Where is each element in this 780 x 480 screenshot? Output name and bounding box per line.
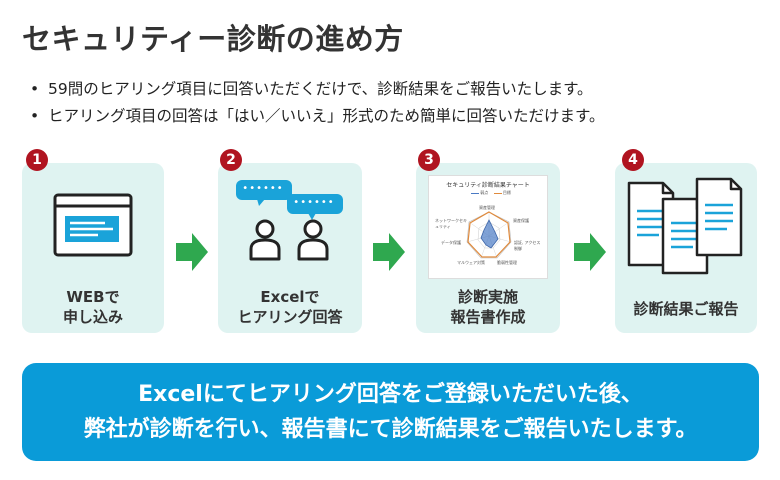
- bullet-item: • 59問のヒアリング項目に回答いただくだけで、診断結果をご報告いたします。: [30, 76, 604, 103]
- bullet-list: • 59問のヒアリング項目に回答いただくだけで、診断結果をご報告いたします。 • ヒ…: [30, 76, 604, 130]
- arrow-right-icon: [574, 233, 606, 271]
- report-preview-legend: 弱点 目標: [471, 190, 511, 196]
- bullet-marker: •: [30, 80, 40, 98]
- documents-icon: [627, 177, 743, 275]
- radar-axis-label: 資産保護: [513, 218, 529, 223]
- step-card-excel-hearing: •••••• •••••• Excelで ヒアリング回答: [218, 163, 362, 333]
- step-label-line: WEBで: [66, 288, 120, 306]
- bullet-text: ヒアリング項目の回答は「はい／いいえ」形式のため簡単に回答いただけます。: [48, 107, 605, 125]
- report-preview-title: セキュリティ診断結果チャート: [446, 182, 530, 189]
- step-number-badge: 1: [26, 149, 48, 171]
- summary-banner: Excelにてヒアリング回答をご登録いただいた後、 弊社が診断を行い、報告書にて…: [22, 363, 759, 461]
- arrow-right-icon: [373, 233, 405, 271]
- step-number-badge: 2: [220, 149, 242, 171]
- speech-bubble-icon: [236, 180, 292, 206]
- banner-line: 弊社が診断を行い、報告書にて診断結果をご報告いたします。: [83, 417, 698, 442]
- radar-axis-label: マルウェア対策: [457, 260, 485, 265]
- radar-axis-label: 資産管理: [479, 205, 495, 210]
- arrow-right-icon: [176, 233, 208, 271]
- bullet-text: 59問のヒアリング項目に回答いただくだけで、診断結果をご報告いたします。: [48, 80, 593, 98]
- step-number-badge: 4: [622, 149, 644, 171]
- radar-axis-label: データ保護: [441, 240, 461, 245]
- radar-axis-label: 脆弱性管理: [497, 260, 517, 265]
- step-label-line: 申し込み: [62, 308, 123, 326]
- bullet-marker: •: [30, 107, 40, 125]
- speech-dots: ••••••: [242, 183, 284, 194]
- step-label: Excelで ヒアリング回答: [218, 287, 362, 327]
- radar-axis-label: 認証, アクセス制御: [514, 240, 541, 251]
- step-label-line: 診断結果ご報告: [633, 300, 739, 318]
- step-card-report-delivery: 診断結果ご報告: [615, 163, 757, 333]
- person-icon: [249, 219, 281, 261]
- step-label-line: 報告書作成: [450, 308, 526, 326]
- legend-entry: 目標: [502, 190, 511, 195]
- step-number-badge: 3: [418, 149, 440, 171]
- speech-dots: ••••••: [293, 197, 335, 208]
- person-icon: [297, 219, 329, 261]
- step-label-line: Excelで: [260, 288, 320, 306]
- step-label-line: ヒアリング回答: [237, 308, 343, 326]
- page-title: セキュリティー診断の進め方: [22, 22, 404, 56]
- bullet-item: • ヒアリング項目の回答は「はい／いいえ」形式のため簡単に回答いただけます。: [30, 103, 604, 130]
- radar-chart-thumbnail: [466, 211, 512, 259]
- step-label: WEBで 申し込み: [22, 287, 164, 327]
- step-card-web-application: WEBで 申し込み: [22, 163, 164, 333]
- step-label: 診断実施 報告書作成: [416, 287, 560, 327]
- speech-bubble-icon: [287, 194, 343, 220]
- browser-window-icon: [53, 193, 133, 257]
- step-card-diagnosis: セキュリティ診断結果チャート 弱点 目標 資産管理 資産保護 認証, アクセス制…: [416, 163, 560, 333]
- step-label: 診断結果ご報告: [615, 299, 757, 319]
- banner-line: Excelにてヒアリング回答をご登録いただいた後、: [138, 382, 643, 407]
- step-label-line: 診断実施: [457, 288, 518, 306]
- report-preview: セキュリティ診断結果チャート 弱点 目標 資産管理 資産保護 認証, アクセス制…: [428, 175, 548, 279]
- radar-axis-label: ネットワークセキュリティ: [435, 218, 467, 229]
- legend-entry: 弱点: [480, 190, 489, 195]
